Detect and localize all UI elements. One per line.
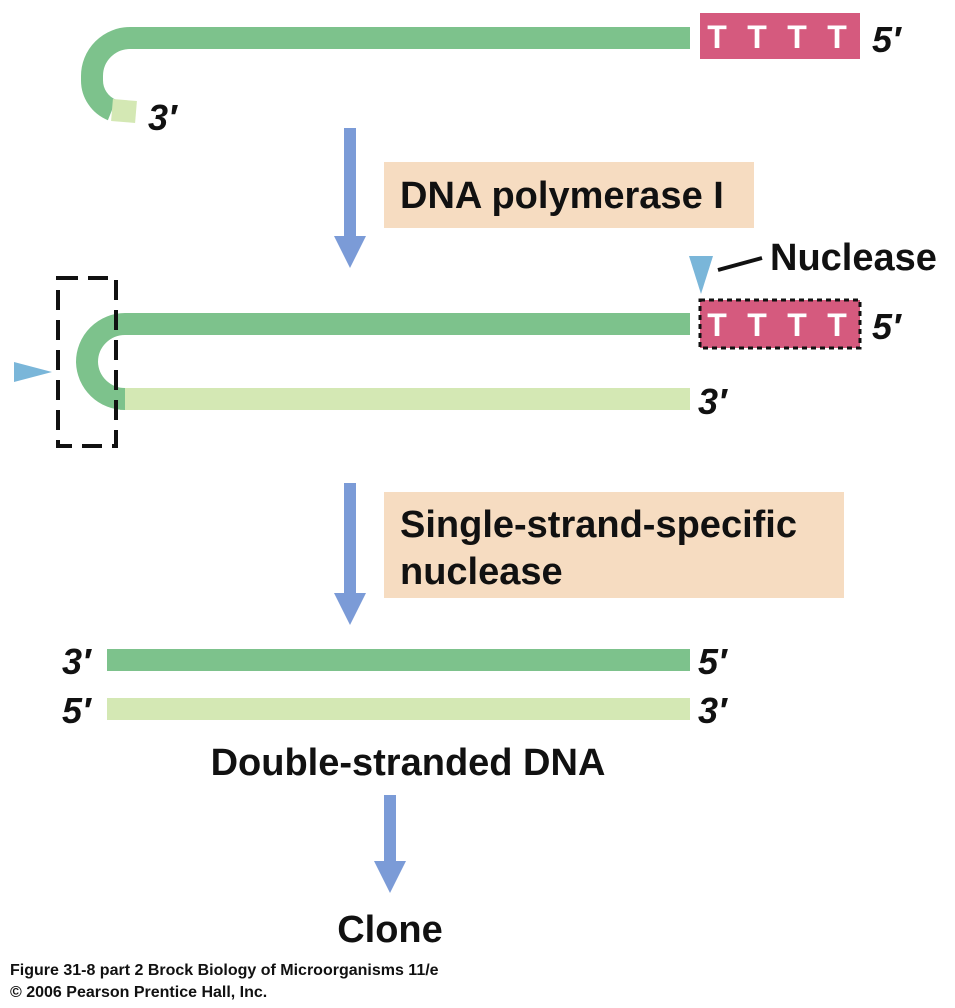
- stage1-poly-t-0: T: [707, 19, 727, 55]
- cut-site-icon: [689, 256, 713, 294]
- down-arrow-icon: [384, 795, 396, 861]
- stage1-poly-t-2: T: [787, 19, 807, 55]
- stage3-label: Double-stranded DNA: [211, 742, 606, 784]
- nuclease-leader-line: [717, 256, 763, 272]
- down-arrow-icon-head: [334, 236, 366, 268]
- step1-label-box: [384, 162, 754, 228]
- stage2-poly-t-2: T: [787, 307, 807, 343]
- stage1-3prime-label: 3′: [148, 97, 178, 138]
- stage3-top-right-label: 5′: [698, 641, 728, 682]
- down-arrow-icon-head: [374, 861, 406, 893]
- stage1-poly-t-1: T: [747, 19, 767, 55]
- figure-caption: Figure 31-8 part 2 Brock Biology of Micr…: [10, 962, 439, 979]
- stage2-3prime-label: 3′: [698, 381, 728, 422]
- step3-arrow: [374, 795, 406, 893]
- stage2-5prime-label: 5′: [872, 306, 902, 347]
- result-label: Clone: [337, 909, 443, 951]
- stage2-poly-t-1: T: [747, 307, 767, 343]
- stage3-bottom-strand: [107, 698, 690, 720]
- stage3-top-left-label: 3′: [62, 641, 92, 682]
- down-arrow-icon-head: [334, 593, 366, 625]
- stage1-poly-t-block: [700, 13, 860, 59]
- cut-site-icon: [14, 362, 52, 382]
- stage2-hairpin-cut-region: [56, 276, 118, 448]
- stage1-hairpin-tail: [111, 99, 137, 123]
- step1-arrow: [334, 128, 366, 268]
- stage1-5prime-label: 5′: [872, 19, 902, 60]
- stage3-duplex: 3′ 5′ 5′ 3′: [62, 641, 728, 731]
- stage2-poly-t-3: T: [827, 307, 847, 343]
- stage3-bottom-left-label: 5′: [62, 690, 92, 731]
- stage3-bottom-right-label: 3′: [698, 690, 728, 731]
- stage2-template-strand: [75, 313, 690, 410]
- stage2-poly-t-block: [698, 298, 862, 350]
- stage1-poly-t-3: T: [827, 19, 847, 55]
- copyright-line: © 2006 Pearson Prentice Hall, Inc.: [10, 984, 268, 1001]
- stage2-poly-t-0: T: [707, 307, 727, 343]
- down-arrow-icon: [344, 128, 356, 236]
- step2-label-box: [384, 492, 844, 598]
- step2-label-line1: Single-strand-specific: [400, 504, 797, 546]
- nuclease-label: Nuclease: [770, 237, 937, 279]
- step2-label-line2: nuclease: [400, 551, 563, 593]
- stage1-hairpin-strand: T T T T 5′ 3′: [81, 13, 902, 138]
- down-arrow-icon: [344, 483, 356, 593]
- stage2-hairpin-duplex: T T T T Nuclease 5′ 3′: [14, 237, 937, 448]
- step2-arrow: [334, 483, 366, 625]
- stage1-template-strand: [81, 27, 690, 121]
- stage3-top-strand: [107, 649, 690, 671]
- step1-label: DNA polymerase I: [400, 175, 724, 217]
